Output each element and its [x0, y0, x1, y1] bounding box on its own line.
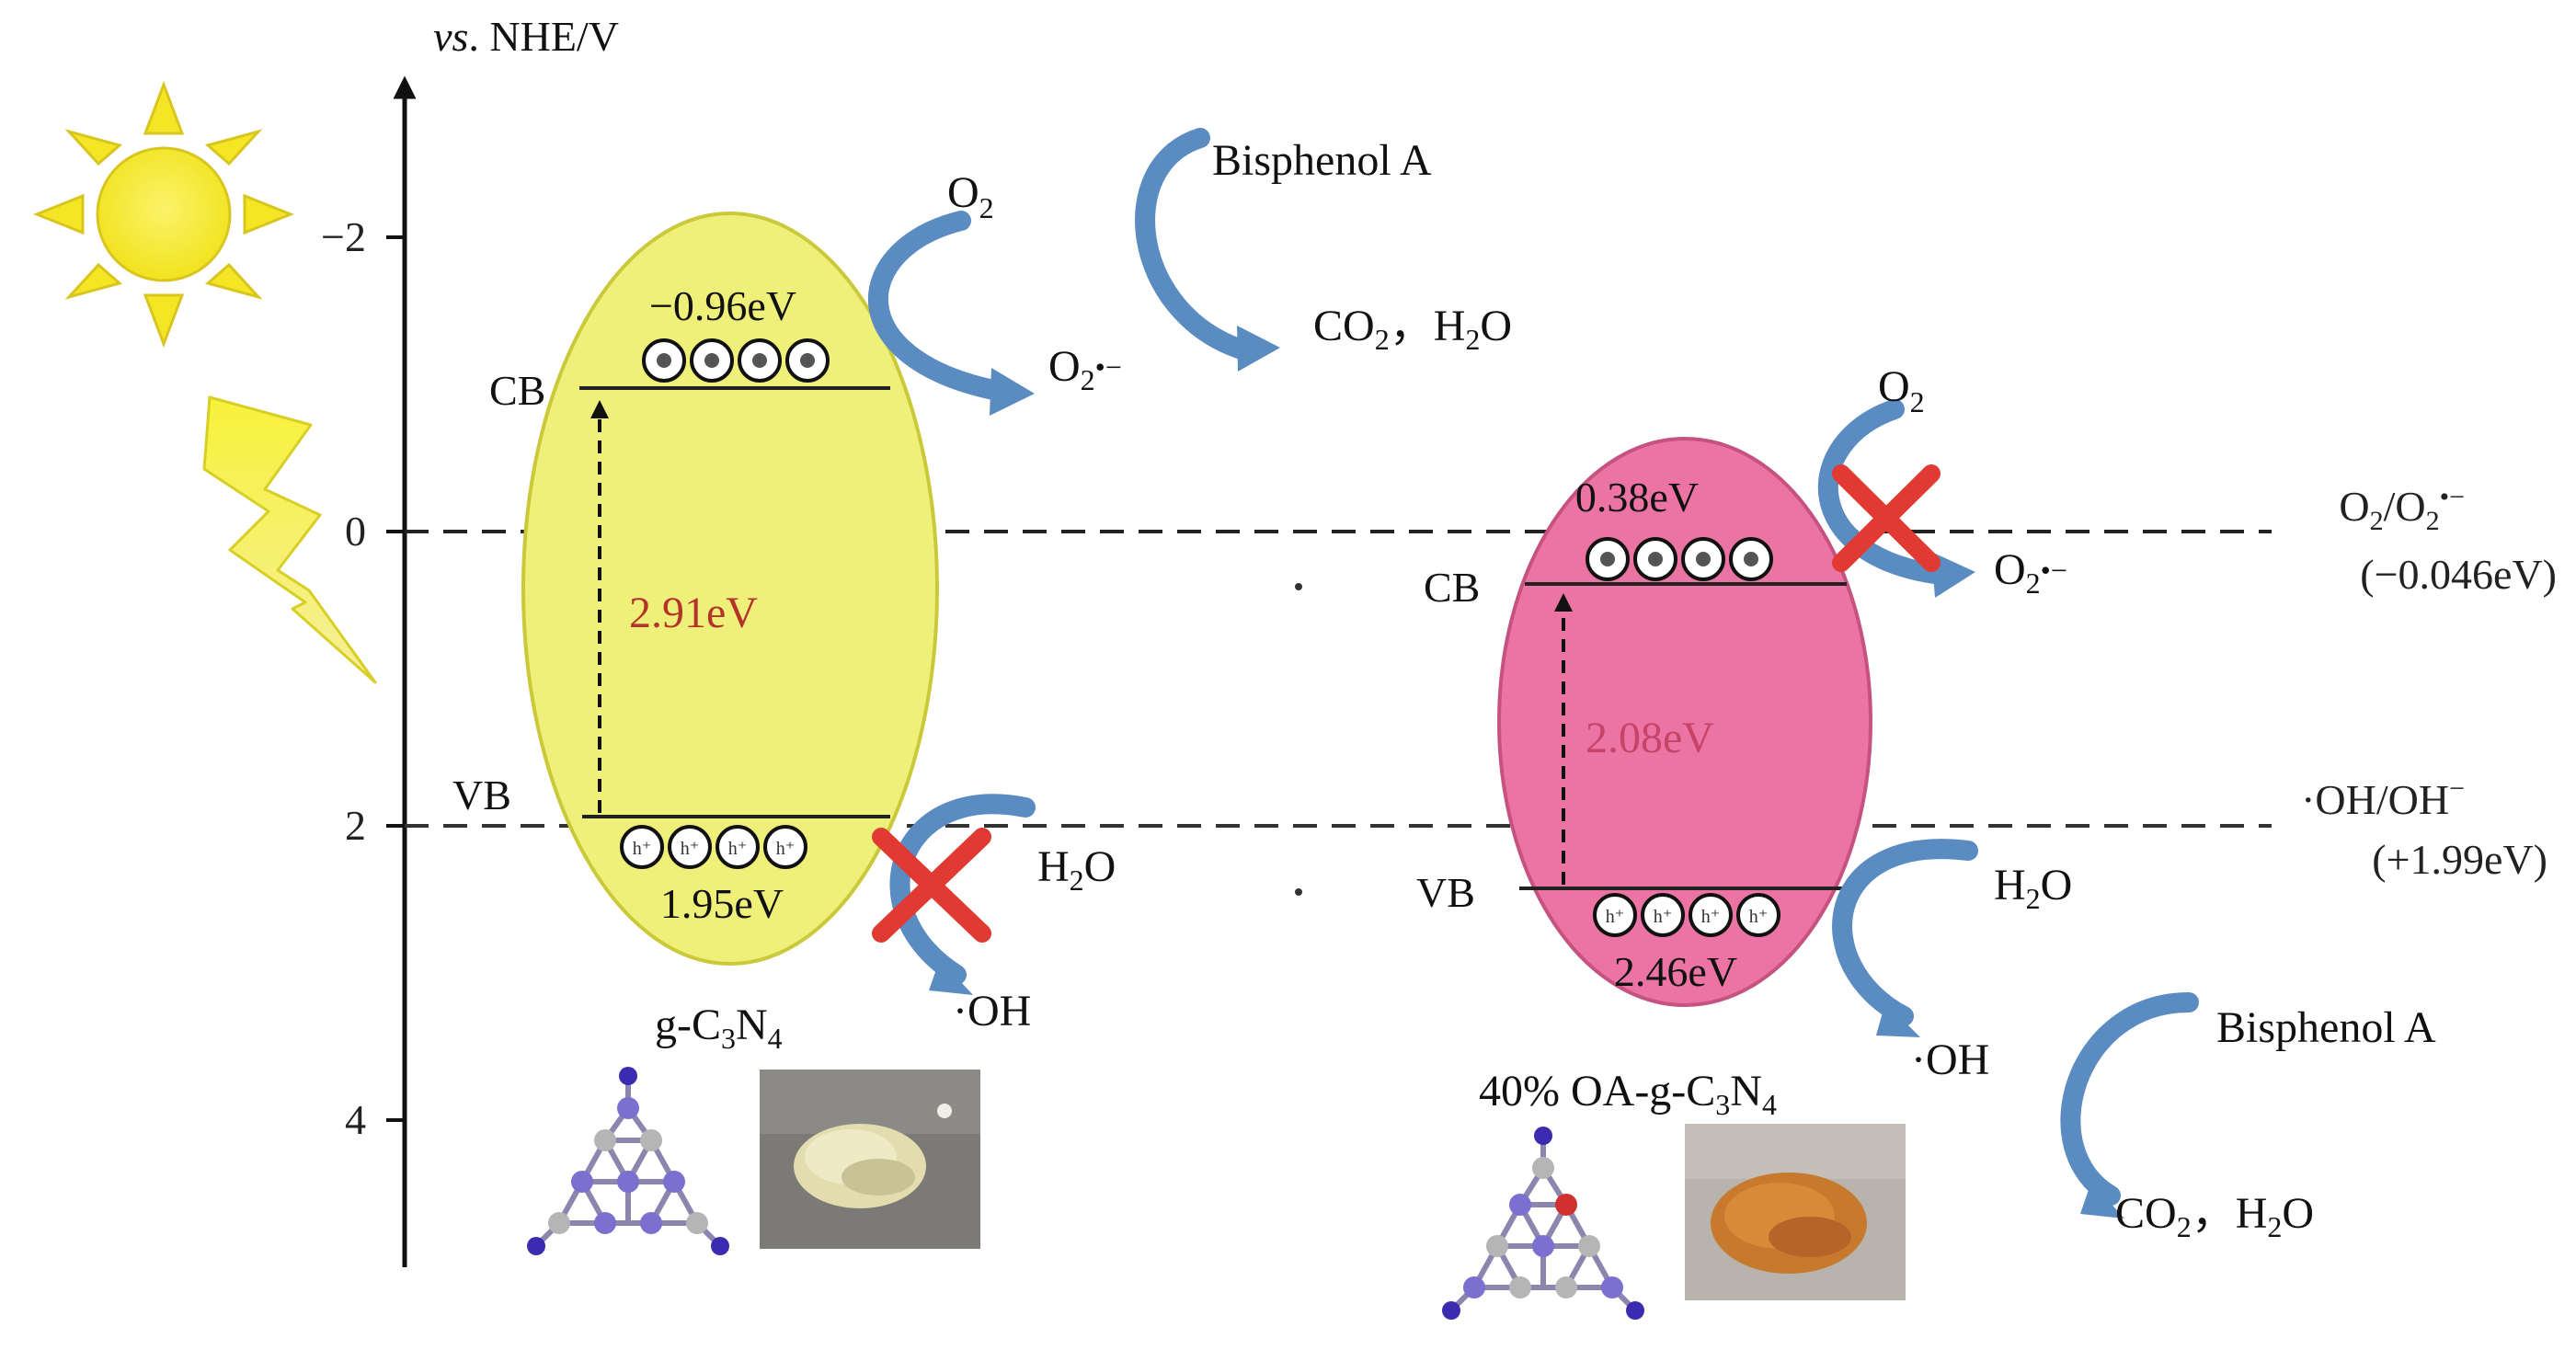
oa-o2-reduction-arrow	[1817, 399, 1951, 585]
sun-icon	[32, 80, 295, 349]
gcn-semiconductor: CB VB −0.96eV 1.95eV 2.91eV h⁺ h⁺ h⁺ h⁺ …	[452, 128, 1512, 1255]
oa-bpa-label: Bisphenol A	[2216, 1003, 2436, 1052]
oa-ellipse	[1497, 437, 1872, 1007]
hole-icon	[1593, 893, 1637, 937]
gcn-vb-label: VB	[452, 772, 511, 818]
axis-tick-label: −2	[321, 213, 366, 260]
hole-icon	[1736, 893, 1780, 937]
oa-superoxide-label: O2•−	[1994, 545, 2067, 600]
oa-hydroxyl-label: ·OH	[1911, 1035, 1989, 1084]
svg-text:h⁺: h⁺	[633, 839, 652, 859]
hole-icon	[1689, 893, 1733, 937]
oa-cb-label: CB	[1424, 564, 1480, 611]
gcn-ellipse	[521, 212, 939, 966]
hole-icon	[668, 825, 712, 869]
oa-h2o-label: H2O	[1994, 861, 2072, 915]
hole-icon	[620, 825, 664, 869]
svg-text:h⁺: h⁺	[728, 839, 748, 859]
svg-text:h⁺: h⁺	[1749, 907, 1769, 927]
oa-bpa-degradation-arrow	[2060, 992, 2199, 1206]
gcn-o2-label: O2	[947, 168, 994, 224]
svg-text:h⁺: h⁺	[1701, 907, 1721, 927]
oa-powder-photo	[1685, 1124, 1906, 1300]
gcn-o2-reduction-arrow	[867, 211, 1008, 401]
svg-text:h⁺: h⁺	[681, 839, 700, 859]
svg-text:h⁺: h⁺	[1606, 907, 1625, 927]
svg-text:h⁺: h⁺	[1654, 907, 1673, 927]
oa-holes: h⁺ h⁺ h⁺ h⁺	[1593, 893, 1780, 937]
oa-vb-label: VB	[1416, 869, 1475, 916]
gcn-holes: h⁺ h⁺ h⁺ h⁺	[620, 825, 807, 869]
oa-band-gap: 2.08eV	[1586, 714, 1714, 762]
axis-title: vs. NHE/V	[433, 13, 619, 60]
gcn-band-gap: 2.91eV	[629, 589, 758, 637]
svg-text:h⁺: h⁺	[776, 839, 796, 859]
oa-semiconductor: CB VB 0.38eV 2.46eV 2.08eV h⁺ h⁺ h⁺ h⁺ 4…	[1416, 362, 2436, 1320]
oa-products-label: CO2，H2O	[2115, 1189, 2314, 1243]
oh-reference-label: ·OH/OH− (+1.99eV)	[2301, 773, 2547, 883]
oa-molecule-icon	[1442, 1127, 1644, 1320]
svg-text:·OH/OH−: ·OH/OH−	[2301, 773, 2465, 823]
gcn-bpa-degradation-arrow	[1135, 128, 1252, 360]
hole-icon	[763, 825, 807, 869]
axis-tick-label: 0	[345, 508, 366, 555]
gcn-h2o-label: H2O	[1037, 842, 1116, 897]
stray-dot	[1295, 583, 1302, 590]
svg-text:O2/O2•−: O2/O2•−	[2339, 482, 2465, 536]
gcn-hydroxyl-label: ·OH	[953, 987, 1031, 1035]
axis-tick-label: 2	[345, 802, 366, 849]
lightning-icon	[202, 395, 377, 684]
energy-axis: vs. NHE/V −2 0 2 4	[321, 13, 619, 1267]
oa-h2o-oxidation-arrow	[1832, 839, 1978, 1026]
gcn-molecule-icon	[527, 1067, 729, 1255]
o2-reference-label: O2/O2•− (−0.046eV)	[2339, 482, 2557, 598]
oa-blocked-cross-icon	[1832, 464, 1941, 572]
gcn-blocked-cross-icon	[872, 828, 991, 943]
oa-o2-label: O2	[1878, 362, 1925, 418]
oa-electrons	[1586, 537, 1773, 581]
gcn-superoxide-label: O2•−	[1048, 342, 1122, 396]
svg-text:(−0.046eV): (−0.046eV)	[2360, 551, 2557, 598]
hole-icon	[1641, 893, 1685, 937]
oa-vb-energy: 2.46eV	[1614, 948, 1737, 995]
gcn-electrons	[642, 338, 830, 383]
oa-cb-energy: 0.38eV	[1575, 474, 1699, 521]
gcn-powder-photo	[760, 1070, 980, 1249]
axis-tick-label: 4	[345, 1096, 366, 1143]
oa-name: 40% OA-g-C3N4	[1479, 1067, 1777, 1121]
gcn-name: g-C3N4	[655, 1001, 783, 1055]
gcn-cb-energy: −0.96eV	[649, 282, 796, 329]
hole-icon	[716, 825, 760, 869]
gcn-vb-energy: 1.95eV	[660, 880, 784, 927]
svg-text:(+1.99eV): (+1.99eV)	[2372, 836, 2547, 883]
gcn-products-label: CO2，H2O	[1313, 302, 1512, 356]
stray-dot	[1295, 888, 1302, 896]
gcn-bpa-label: Bisphenol A	[1212, 136, 1432, 185]
gcn-cb-label: CB	[489, 367, 545, 414]
